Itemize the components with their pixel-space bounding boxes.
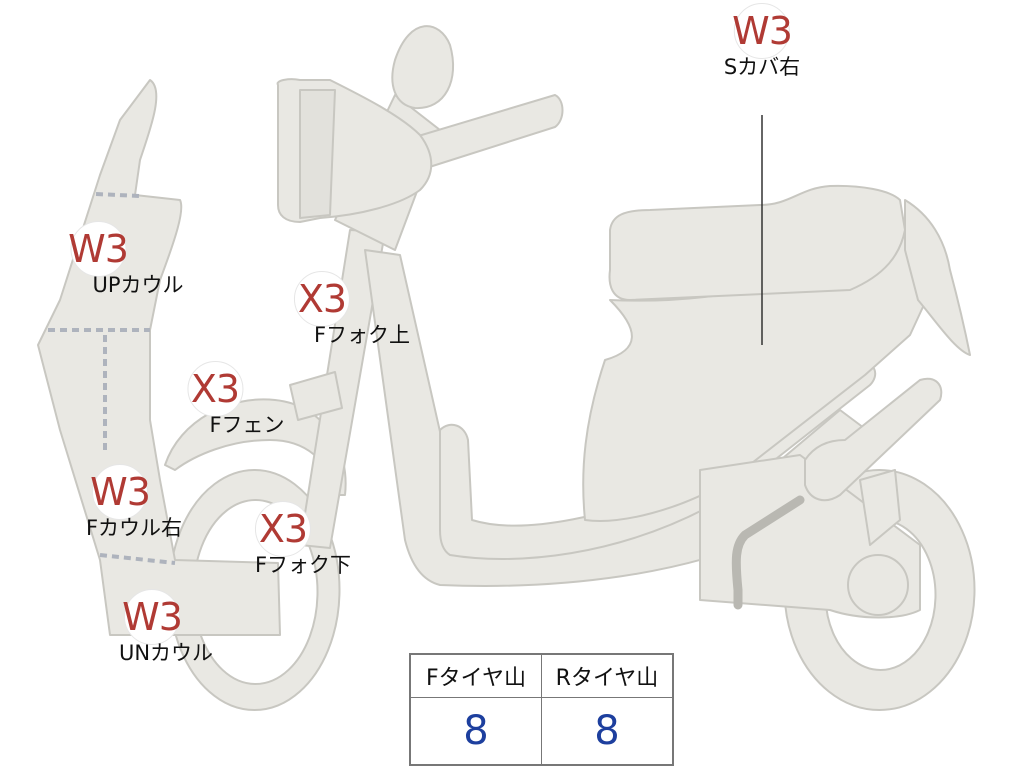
- marker-front-cowl-right: W3 Fカウル右: [58, 464, 182, 542]
- seat: [608, 184, 906, 301]
- rear-tire-header: Rタイヤ山: [541, 653, 674, 698]
- rear-tire-value: 8: [541, 697, 674, 766]
- mirror: [391, 25, 455, 110]
- marker-upper-cowl: W3 UPカウル: [12, 221, 184, 299]
- front-tire-header: Fタイヤ山: [409, 653, 542, 698]
- code-badge: X3: [294, 271, 350, 327]
- part-label: Fカウル右: [85, 516, 183, 540]
- front-tire-value: 8: [409, 697, 542, 766]
- tire-tread-table: Fタイヤ山 Rタイヤ山 8 8: [409, 653, 674, 766]
- code-badge: W3: [90, 464, 151, 520]
- part-label: UNカウル: [118, 641, 214, 665]
- part-label: Fフォク下: [254, 553, 352, 577]
- marker-front-fork-lower: X3 Fフォク下: [215, 501, 351, 579]
- code-badge: W3: [732, 3, 793, 59]
- marker-s-cover-right: W3 Sカバ右: [724, 3, 800, 81]
- part-label: Fフォク上: [313, 323, 411, 347]
- code-badge: W3: [68, 221, 129, 277]
- marker-under-cowl: W3 UNカウル: [91, 589, 213, 667]
- code-badge: X3: [255, 501, 311, 557]
- code-badge: X3: [187, 361, 243, 417]
- marker-front-fender: X3 Fフェン: [145, 361, 285, 439]
- part-label: Sカバ右: [723, 55, 801, 79]
- marker-front-fork-upper: X3 Fフォク上: [234, 271, 410, 349]
- handlebar: [404, 94, 564, 171]
- floorboard: [439, 363, 877, 560]
- exhaust-pipe: [731, 495, 805, 610]
- rear-shock: [804, 377, 943, 502]
- code-badge: W3: [122, 589, 183, 645]
- part-label: UPカウル: [92, 273, 184, 297]
- part-label: Fフェン: [209, 413, 285, 437]
- tail-light: [904, 199, 971, 356]
